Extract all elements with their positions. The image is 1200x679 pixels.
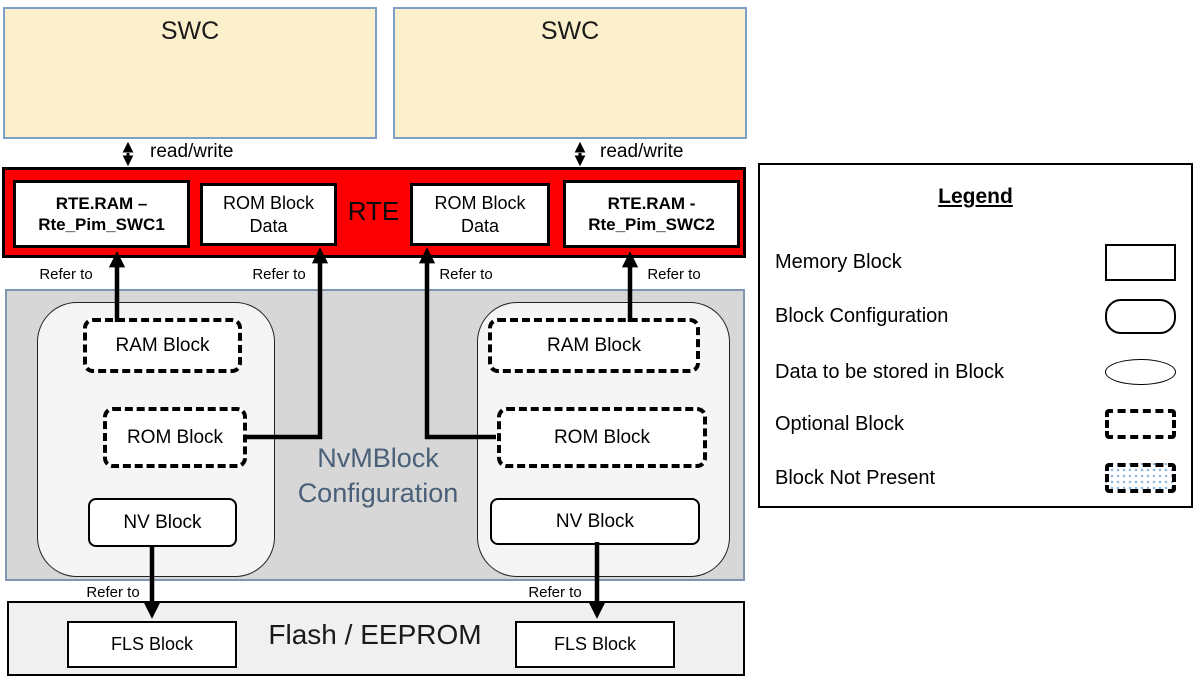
ram-block-left: RAM Block [83,318,242,373]
ram-block-right-label: RAM Block [547,334,641,356]
legend-label-optional-block: Optional Block [775,412,904,435]
rom-block-right: ROM Block [497,407,707,468]
block-not-present-symbol [1105,463,1176,493]
flash-eeprom-title: Flash / EEPROM [268,619,482,650]
nvm-title-line2: Configuration [297,478,459,508]
swc-block-1: SWC [3,7,377,139]
data-stored-symbol [1105,359,1176,385]
legend-row-block-configuration: Block Configuration [775,296,1176,336]
refer-to-label-3: Refer to [439,266,493,283]
nv-block-left-label: NV Block [123,511,202,533]
rom-block-data-1-line2: Data [249,215,288,236]
refer-to-label-1: Refer to [39,266,93,283]
swc-block-1-label: SWC [160,17,220,45]
refer-to-label-4: Refer to [647,266,701,283]
rom-block-right-label: ROM Block [553,426,651,448]
legend-label-data-stored: Data to be stored in Block [775,360,1005,383]
refer-to-label-5: Refer to [86,584,140,601]
rte-label: RTE [347,196,400,226]
nv-block-left: NV Block [88,498,237,547]
block-configuration-symbol [1105,298,1176,334]
rte-ram-pim-swc1-line2: Rte_Pim_SWC1 [38,215,165,234]
rom-block-left: ROM Block [103,407,247,468]
swc-block-2: SWC [393,7,747,139]
legend-row-block-not-present: Block Not Present [775,458,1176,498]
legend-row-optional-block: Optional Block [775,404,1176,444]
refer-to-label-6: Refer to [528,584,582,601]
rte-ram-pim-swc2-line2: Rte_Pim_SWC2 [588,215,715,234]
read-write-label-2: read/write [600,141,684,162]
rom-block-data-2-line2: Data [460,215,500,236]
rte-ram-pim-swc2-line1: RTE.RAM - [607,194,696,213]
legend-row-memory-block: Memory Block [775,242,1176,282]
fls-block-right: FLS Block [515,621,675,668]
memory-block-symbol [1105,243,1176,281]
rom-block-left-label: ROM Block [126,426,224,448]
optional-block-symbol [1105,409,1176,439]
rom-block-data-1-line1: ROM Block [222,192,314,213]
read-write-label-1: read/write [150,141,234,162]
rte-ram-pim-swc1-line1: RTE.RAM – [55,194,148,213]
legend-row-data-stored: Data to be stored in Block [775,352,1176,392]
fls-block-right-label: FLS Block [553,634,637,654]
nv-block-right-label: NV Block [555,510,635,532]
rom-block-data-box-2: ROM Block Data [410,183,550,246]
legend-label-block-not-present: Block Not Present [775,466,936,489]
nv-block-right: NV Block [490,498,700,545]
ram-block-right: RAM Block [488,318,700,373]
rte-ram-pim-swc1-box: RTE.RAM – Rte_Pim_SWC1 [13,180,190,248]
rom-block-data-box-1: ROM Block Data [200,183,337,246]
legend-label-memory-block: Memory Block [775,250,902,273]
swc-block-2-label: SWC [540,17,600,45]
fls-block-left-label: FLS Block [110,634,194,654]
rom-block-data-2-line1: ROM Block [434,192,526,213]
nvm-configuration-title: NvMBlock Configuration [276,441,480,511]
rte-ram-pim-swc2-box: RTE.RAM - Rte_Pim_SWC2 [563,180,740,248]
legend-label-block-configuration: Block Configuration [775,304,949,327]
refer-to-label-2: Refer to [252,266,306,283]
legend-panel: Legend Memory Block Block Configuration … [758,163,1193,508]
ram-block-left-label: RAM Block [115,334,210,356]
legend-title: Legend [938,185,1013,208]
nvm-title-line1: NvMBlock [317,443,439,473]
fls-block-left: FLS Block [67,621,237,668]
